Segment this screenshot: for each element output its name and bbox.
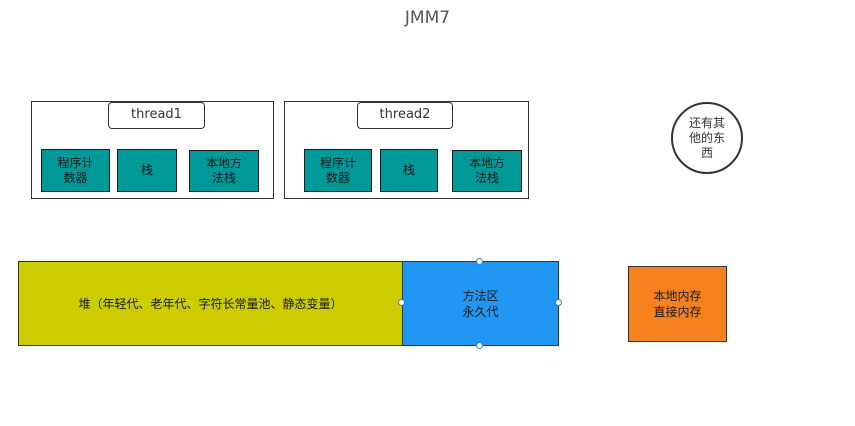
selection-handle-bottom[interactable] <box>476 342 483 349</box>
diagram-title: JMM7 <box>404 8 451 28</box>
thread1-stack[interactable]: 栈 <box>117 149 177 192</box>
thread2-label[interactable]: thread2 <box>357 102 453 129</box>
thread2-native-method-stack[interactable]: 本地方 法栈 <box>452 150 522 192</box>
method-area-region[interactable]: 方法区 永久代 <box>402 261 559 346</box>
selection-handle-right[interactable] <box>555 299 562 306</box>
selection-handle-top[interactable] <box>476 258 483 265</box>
thread1-label[interactable]: thread1 <box>108 102 205 129</box>
heap-region[interactable]: 堆（年轻代、老年代、字符长常量池、静态变量） <box>18 261 403 346</box>
selection-handle-left[interactable] <box>398 299 405 306</box>
native-memory-region[interactable]: 本地内存 直接内存 <box>628 266 727 342</box>
thread1-native-method-stack[interactable]: 本地方 法栈 <box>189 150 259 192</box>
other-things-circle[interactable]: 还有其他的东西 <box>671 102 743 174</box>
thread2-stack[interactable]: 栈 <box>380 149 438 192</box>
thread2-program-counter[interactable]: 程序计 数器 <box>304 149 372 192</box>
thread1-program-counter[interactable]: 程序计 数器 <box>41 149 110 192</box>
